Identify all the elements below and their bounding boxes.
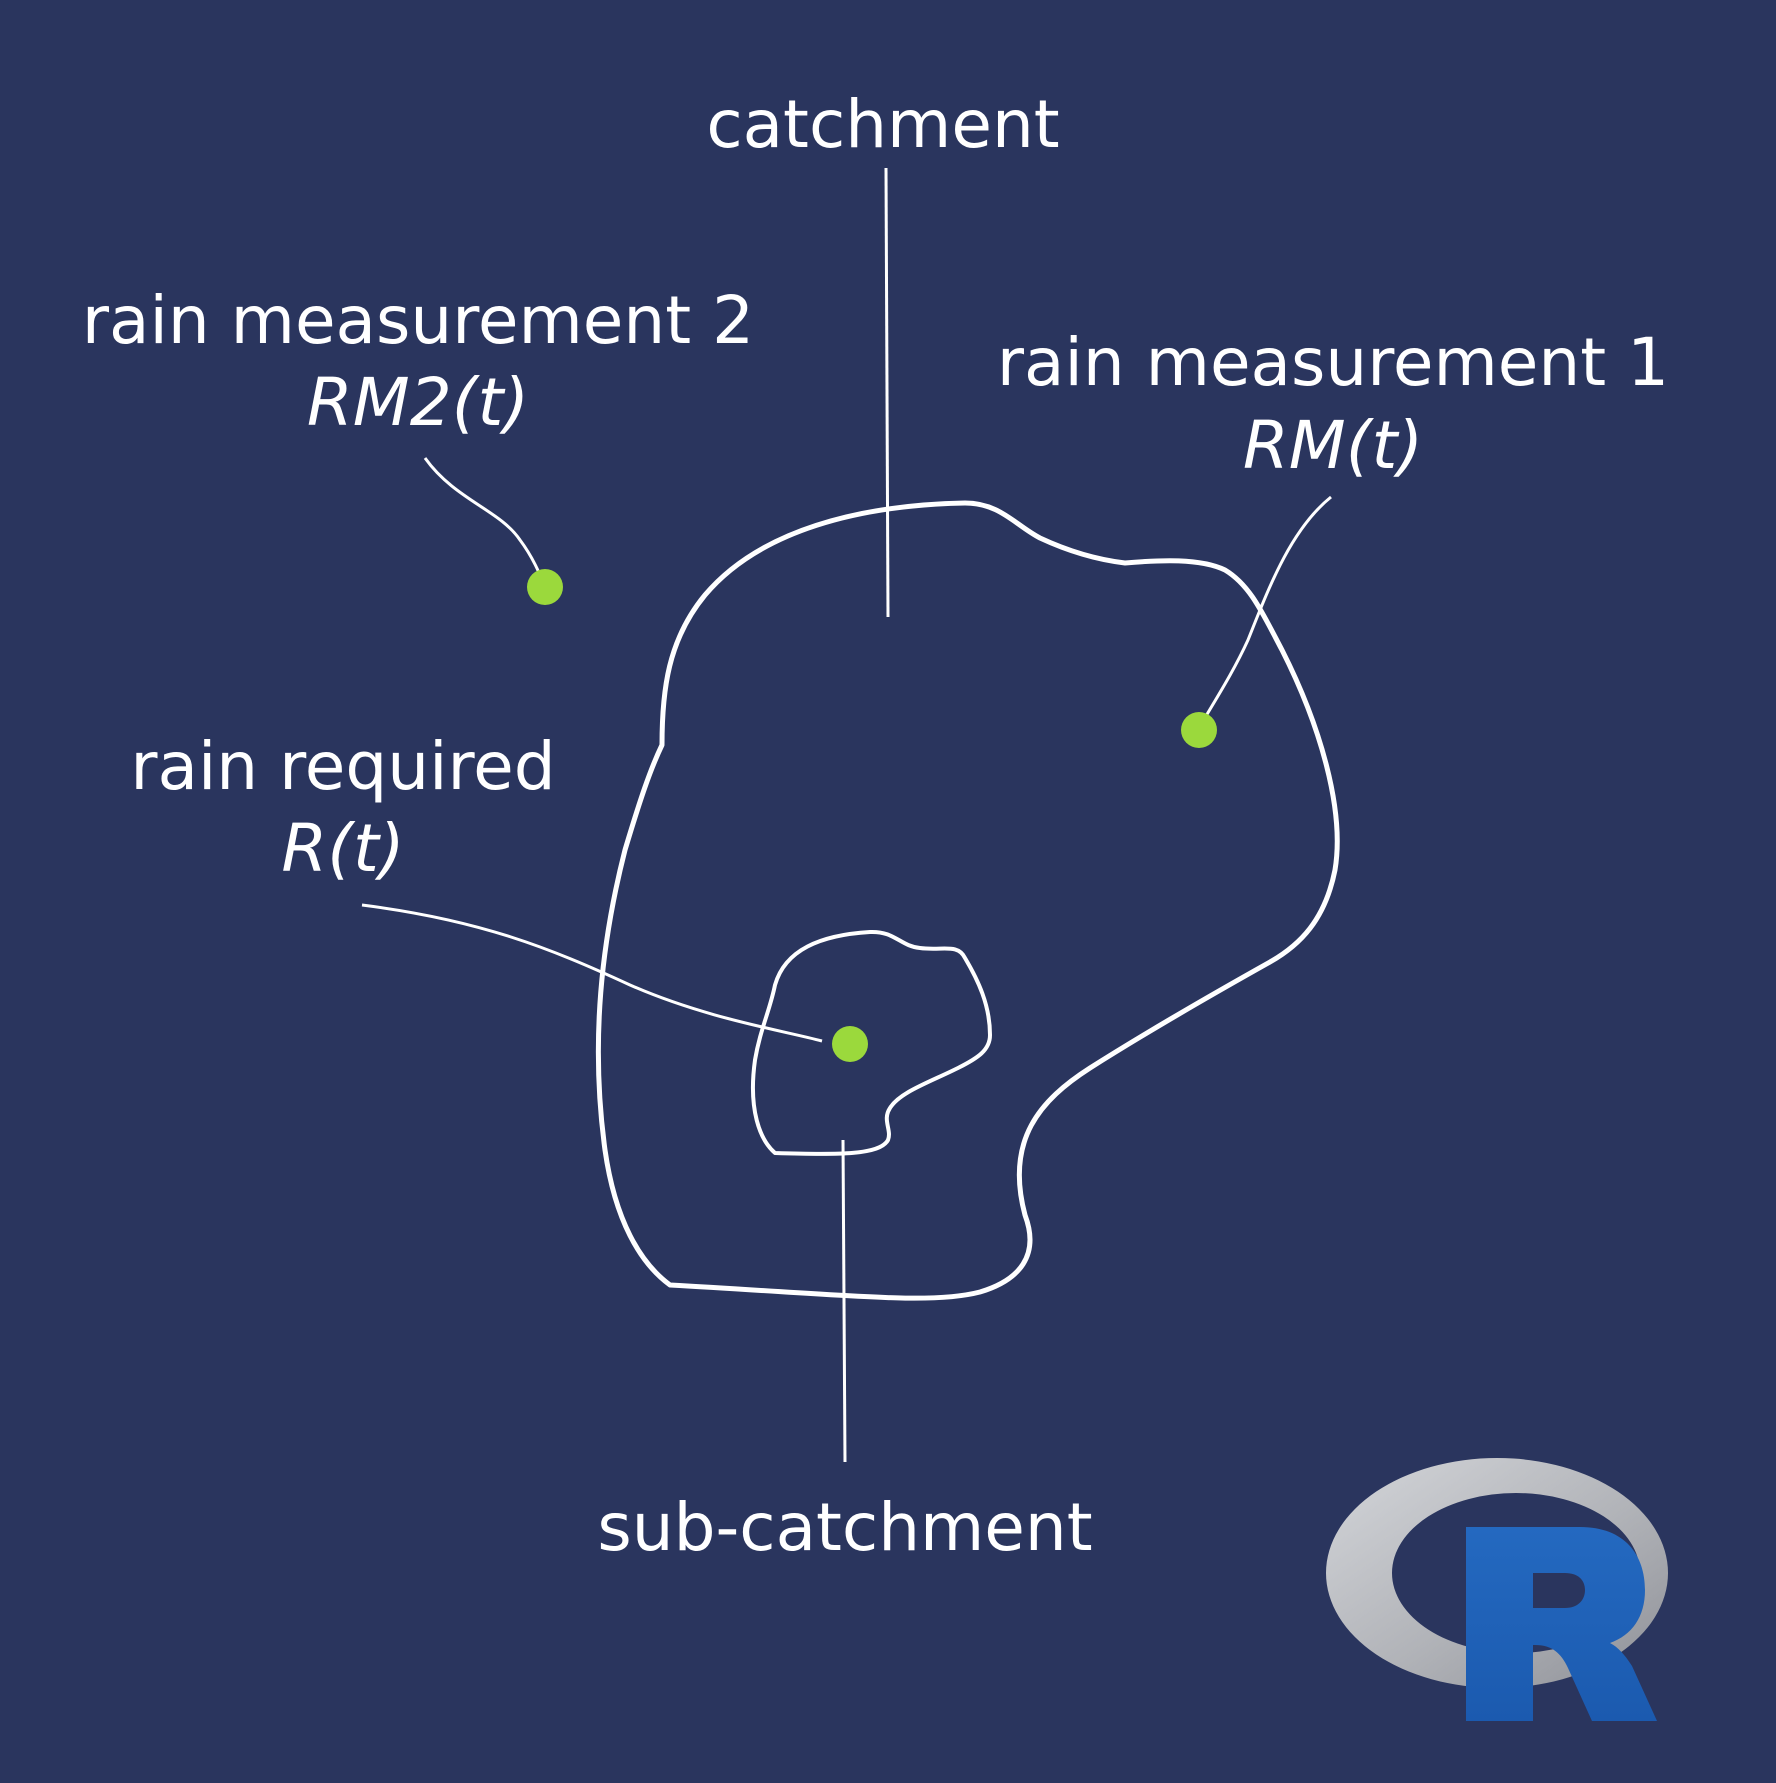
rain-measurement-2-leader-line <box>423 457 547 588</box>
rain-measurement-1-symbol: RM(t) <box>1242 407 1424 484</box>
rain-measurement-2-symbol: RM2(t) <box>306 364 530 441</box>
rain-measurement-2-label: rain measurement 2 <box>81 282 755 359</box>
rain-required-leader-line <box>361 903 823 1043</box>
sub-catchment-label: sub-catchment <box>597 1489 1093 1566</box>
rain-required-point <box>832 1026 868 1062</box>
catchment-outline <box>595 500 1340 1301</box>
rain-required-symbol: R(t) <box>281 810 405 887</box>
rain-measurement-1-point <box>1181 712 1217 748</box>
r-logo-letter <box>1466 1527 1657 1721</box>
catchment-leader-line <box>884 167 890 618</box>
rain-measurement-1-leader-line <box>1197 495 1332 729</box>
rain-measurement-2-point <box>527 569 563 605</box>
rain-measurement-1-label: rain measurement 1 <box>996 324 1670 401</box>
r-logo-ring <box>1326 1458 1668 1688</box>
sub-catchment-leader-line <box>841 1139 847 1463</box>
rain-required-label: rain required <box>130 728 556 805</box>
sub-catchment-outline <box>750 929 992 1156</box>
catchment-label: catchment <box>706 86 1060 163</box>
r-logo <box>1326 1458 1668 1721</box>
